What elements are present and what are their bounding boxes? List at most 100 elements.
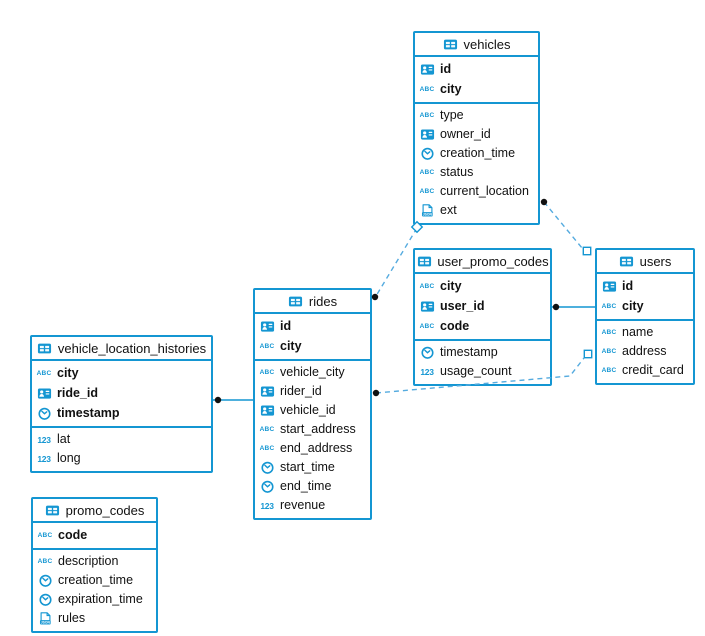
field-user_promo_codes-user_id[interactable]: user_id [419, 296, 545, 316]
field-users-credit_card[interactable]: ABC credit_card [601, 361, 688, 380]
field-name: timestamp [440, 345, 498, 360]
uuid-icon [259, 384, 275, 399]
field-name: city [280, 338, 302, 353]
field-name: city [622, 298, 644, 313]
svg-text:JSON: JSON [422, 212, 432, 216]
field-users-name[interactable]: ABC name [601, 323, 688, 342]
table-header-promo_codes[interactable]: promo_codes [33, 499, 156, 523]
table-icon [416, 254, 432, 269]
field-name: code [58, 527, 88, 542]
number-type-icon: 123 [420, 366, 434, 377]
field-name: type [440, 108, 464, 123]
uuid-icon [601, 279, 617, 294]
field-rides-end_time[interactable]: end_time [259, 477, 365, 496]
field-user_promo_codes-timestamp[interactable]: timestamp [419, 343, 545, 362]
field-name: address [622, 344, 667, 359]
field-promo_codes-creation_time[interactable]: creation_time [37, 571, 151, 590]
field-name: vehicle_city [280, 365, 345, 380]
field-name: city [57, 365, 79, 380]
number-type-icon: 123 [37, 453, 51, 464]
field-name: timestamp [57, 405, 120, 420]
timestamp-icon [37, 573, 53, 588]
table-name: vehicle_location_histories [57, 340, 207, 356]
field-name: name [622, 325, 654, 340]
field-name: ride_id [57, 385, 98, 400]
field-vehicle_location_histories-ride_id[interactable]: ride_id [36, 383, 206, 403]
field-name: credit_card [622, 363, 684, 378]
table-name: users [639, 253, 672, 269]
table-icon [288, 294, 304, 309]
text-type-icon: ABC [419, 169, 435, 176]
field-rides-id[interactable]: id [259, 316, 365, 336]
table-icon [45, 503, 61, 518]
field-name: start_address [280, 422, 356, 437]
text-type-icon: ABC [259, 426, 275, 433]
field-promo_codes-expiration_time[interactable]: expiration_time [37, 590, 151, 609]
uuid-icon [259, 319, 275, 334]
text-type-icon: ABC [601, 367, 617, 374]
field-rides-rider_id[interactable]: rider_id [259, 382, 365, 401]
table-header-users[interactable]: users [597, 250, 693, 274]
field-name: rider_id [280, 384, 322, 399]
field-name: lat [57, 432, 71, 447]
uuid-icon [419, 62, 435, 77]
field-rides-start_address[interactable]: ABC start_address [259, 420, 365, 439]
timestamp-icon [419, 146, 435, 161]
field-name: id [280, 318, 292, 333]
field-name: status [440, 165, 474, 180]
field-vehicles-id[interactable]: id [419, 59, 533, 79]
field-rides-vehicle_id[interactable]: vehicle_id [259, 401, 365, 420]
table-header-vehicles[interactable]: vehicles [415, 33, 538, 57]
field-name: id [622, 278, 634, 293]
field-vehicle_location_histories-timestamp[interactable]: timestamp [36, 403, 206, 423]
table-header-rides[interactable]: rides [255, 290, 370, 314]
timestamp-icon [259, 460, 275, 475]
field-rides-city[interactable]: ABC city [259, 336, 365, 356]
table-header-vehicle_location_histories[interactable]: vehicle_location_histories [32, 337, 211, 361]
text-type-icon: ABC [419, 282, 435, 290]
field-vehicles-status[interactable]: ABC status [419, 163, 533, 182]
field-vehicles-creation_time[interactable]: creation_time [419, 144, 533, 163]
field-rides-start_time[interactable]: start_time [259, 458, 365, 477]
field-users-id[interactable]: id [601, 276, 688, 296]
field-name: end_time [280, 479, 332, 494]
field-name: owner_id [440, 127, 491, 142]
text-type-icon: ABC [259, 342, 275, 350]
text-type-icon: ABC [601, 329, 617, 336]
table-header-user_promo_codes[interactable]: user_promo_codes [415, 250, 550, 274]
field-name: revenue [280, 498, 326, 513]
text-type-icon: ABC [259, 445, 275, 452]
field-vehicles-owner_id[interactable]: owner_id [419, 125, 533, 144]
